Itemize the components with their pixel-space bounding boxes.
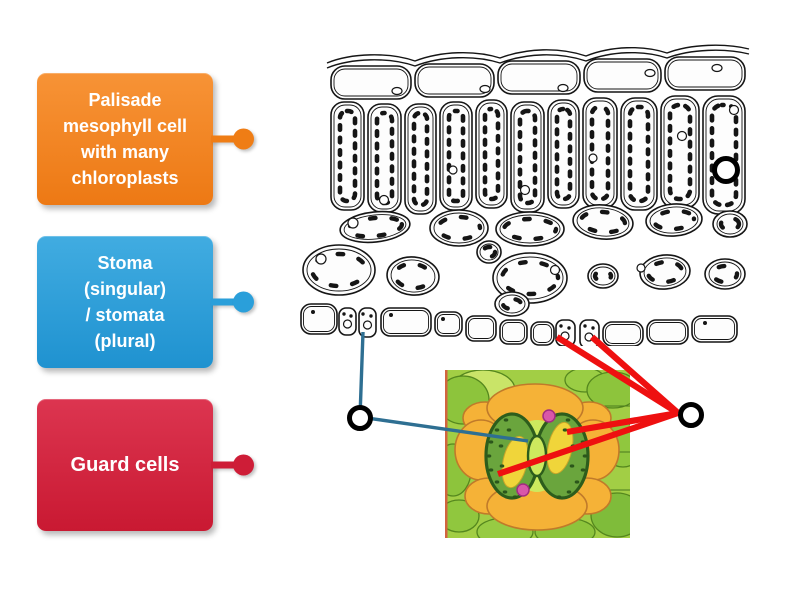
label-line: (plural): [94, 331, 156, 351]
label-card-stoma[interactable]: Stoma (singular) / stomata (plural): [37, 236, 254, 368]
label-line: / stomata: [85, 305, 165, 325]
label-card-guard-cells[interactable]: Guard cells: [37, 399, 254, 531]
label-line: (singular): [83, 279, 166, 299]
answer-target-circle-palisade[interactable]: [712, 156, 740, 184]
label-line: Palisade: [88, 90, 162, 110]
label-pin-stem: [211, 461, 239, 469]
label-card-palisade[interactable]: Palisade mesophyll cell with many chloro…: [37, 73, 254, 205]
leaf-cross-section-illustration: [300, 44, 750, 346]
label-pin-stem: [211, 298, 239, 306]
stoma-pore: [526, 434, 548, 478]
label-line: chloroplasts: [71, 168, 179, 188]
guard-cell-nucleus-top: [542, 409, 556, 423]
label-pin-dot[interactable]: [233, 291, 254, 313]
spongy-mesophyll-cells: [302, 203, 748, 317]
label-line: Guard cells: [70, 454, 180, 476]
label-line: with many: [80, 142, 169, 162]
label-text-guard-cells: Guard cells: [71, 452, 180, 478]
palisade-mesophyll-cells: [330, 95, 746, 215]
upper-epidermis-cells: [330, 56, 746, 100]
answer-target-circle-guard-cells[interactable]: [678, 402, 704, 428]
stoma-closeup-image: [445, 370, 630, 538]
label-pin-dot[interactable]: [233, 128, 254, 150]
label-text-stoma: Stoma (singular) / stomata (plural): [84, 250, 166, 354]
stoma-right-guard-cells: [555, 319, 600, 346]
label-line: mesophyll cell: [62, 116, 188, 136]
guard-cell-nucleus-bottom: [516, 483, 530, 497]
stoma-left-guard-cells: [338, 307, 377, 338]
answer-target-circle-stoma[interactable]: [347, 405, 373, 431]
label-line: Stoma: [97, 253, 153, 273]
label-text-palisade: Palisade mesophyll cell with many chloro…: [63, 87, 187, 191]
label-pin-stem: [211, 135, 239, 143]
image-left-edge: [445, 370, 448, 538]
label-pin-dot[interactable]: [233, 454, 254, 476]
